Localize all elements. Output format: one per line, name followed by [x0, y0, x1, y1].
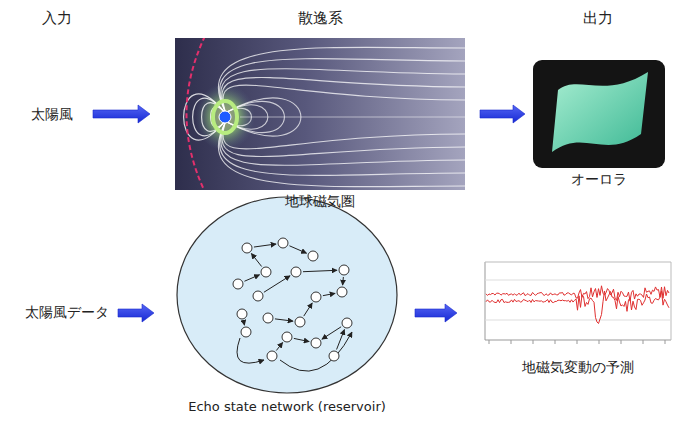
reservoir-link	[342, 277, 344, 285]
reservoir-neuron	[241, 327, 251, 337]
reservoir-link	[304, 303, 312, 316]
field-line	[222, 77, 465, 111]
column-heading: 出力	[583, 9, 613, 28]
node-caption: 地磁気変動の予測	[522, 359, 634, 377]
chart-grid	[485, 280, 671, 281]
input-label: 太陽風	[31, 104, 73, 124]
reservoir-link	[280, 332, 352, 371]
earth	[219, 111, 231, 123]
reservoir-neuron	[291, 267, 301, 277]
node-text: 太陽風データ	[25, 304, 109, 322]
reservoir-neuron	[237, 309, 247, 319]
chart-tick	[643, 340, 644, 344]
prediction-chart	[485, 262, 671, 344]
field-line	[218, 123, 465, 187]
reservoir-neuron	[233, 279, 243, 289]
field-line	[223, 123, 465, 149]
reservoir-neuron	[267, 351, 277, 361]
flow-arrow	[415, 304, 457, 322]
reservoir-link	[264, 276, 290, 293]
reservoir-neuron	[263, 313, 273, 323]
chart-axis	[485, 262, 486, 340]
flow-arrow	[118, 304, 154, 322]
chart-tick	[555, 340, 556, 344]
reservoir-neuron	[311, 338, 321, 348]
bow-shock	[187, 38, 206, 190]
aurora-oval	[213, 101, 237, 133]
reservoir-neuron	[261, 267, 271, 277]
field-line	[223, 85, 465, 111]
aurora-curtain	[552, 72, 648, 152]
magnetosphere-illustration	[175, 38, 465, 190]
reservoir-link	[289, 246, 306, 253]
reservoir-link	[251, 253, 261, 266]
reservoir-neuron	[308, 251, 318, 261]
reservoir-link	[275, 319, 293, 321]
chart-tick	[599, 340, 600, 344]
reservoir-network	[233, 238, 352, 371]
node-caption: オーロラ	[571, 171, 627, 189]
reservoir-link	[322, 327, 341, 339]
reservoir-neuron	[311, 292, 321, 302]
reservoir-neuron	[337, 287, 347, 297]
chart-tick	[665, 340, 666, 344]
reservoir-neuron	[242, 243, 252, 253]
chart-frame	[485, 262, 671, 263]
aurora-panel: オーロラ	[533, 60, 665, 168]
input-label: 太陽風データ	[25, 302, 109, 322]
reservoir-neuron	[339, 265, 349, 275]
field-line	[218, 47, 465, 111]
chart-grid	[485, 320, 671, 321]
aurora-panel	[533, 60, 665, 168]
field-line	[221, 69, 465, 111]
chart-tick	[577, 340, 578, 344]
reservoir-neuron	[342, 318, 352, 328]
reservoir-link	[237, 338, 264, 363]
reservoir-neuron	[329, 351, 339, 361]
flow-arrow	[93, 105, 150, 123]
reservoir-link	[243, 321, 245, 325]
prediction-chart-box: 地磁気変動の予測	[485, 262, 671, 342]
field-line	[221, 123, 465, 165]
reservoir-circle: Echo state network (reservoir)	[177, 197, 397, 393]
chart-tick	[489, 340, 490, 344]
reservoir-link	[303, 270, 337, 271]
node-caption: 地球磁気圏	[285, 193, 355, 211]
reservoir-neuron	[253, 291, 263, 301]
column-heading: 入力	[42, 9, 72, 28]
reservoir-ground	[177, 197, 397, 393]
chart-frame	[671, 262, 672, 340]
reservoir-link	[244, 275, 259, 281]
field-line	[220, 59, 465, 111]
chart-tick	[621, 340, 622, 344]
reservoir-neuron	[278, 238, 288, 248]
reservoir-link	[276, 342, 282, 350]
predicted-trace	[486, 291, 669, 324]
field-line	[222, 123, 465, 157]
reservoir-neuron	[295, 317, 305, 327]
neutral-sheet	[240, 117, 465, 118]
chart-tick	[511, 340, 512, 344]
column-heading: 散逸系	[298, 9, 343, 28]
reservoir-outline	[177, 197, 397, 393]
reservoir-outline	[177, 197, 397, 393]
chart-tick	[533, 340, 534, 344]
field-line	[220, 123, 465, 175]
reservoir-link	[323, 293, 335, 295]
flow-arrow	[480, 105, 525, 123]
reservoir-link	[294, 338, 309, 341]
field-lines	[184, 47, 465, 186]
magnetosphere-panel: 地球磁気圏	[175, 38, 465, 190]
reservoir-link	[254, 244, 276, 247]
reservoir-neuron	[282, 332, 292, 342]
node-caption: Echo state network (reservoir)	[188, 399, 386, 414]
observed-trace	[486, 286, 669, 301]
node-text: 太陽風	[31, 106, 73, 124]
